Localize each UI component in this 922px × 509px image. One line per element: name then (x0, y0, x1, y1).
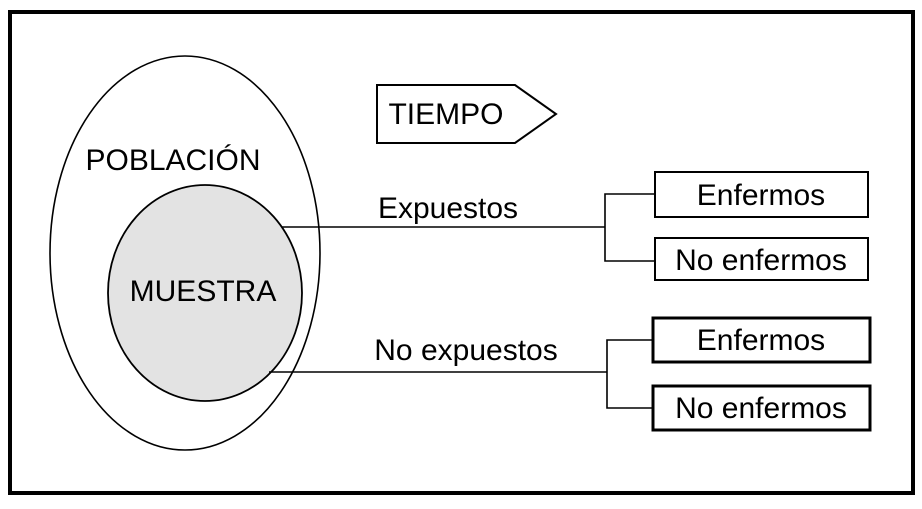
sample-label: MUESTRA (130, 275, 277, 308)
exposed-sick-label: Enfermos (697, 179, 825, 212)
unexposed-label: No expuestos (374, 334, 557, 367)
tiempo-arrow-shape (376, 84, 558, 144)
exposed-notsick-label: No enfermos (675, 244, 847, 277)
sample-ellipse (107, 184, 303, 402)
population-label: POBLACIÓN (85, 144, 260, 177)
unexposed-sick-label: Enfermos (697, 324, 825, 357)
unexposed-notsick-box (651, 384, 872, 432)
population-ellipse (49, 55, 321, 451)
exposed-notsick-box (654, 237, 869, 281)
unexposed-bracket (606, 339, 653, 409)
unexposed-notsick-label: No enfermos (675, 392, 847, 425)
diagram-frame (8, 10, 915, 495)
exposed-label: Expuestos (378, 192, 518, 225)
tiempo-label: TIEMPO (388, 98, 503, 131)
exposed-bracket (604, 193, 655, 262)
exposed-sick-box (654, 171, 869, 218)
unexposed-sick-box (651, 316, 872, 364)
